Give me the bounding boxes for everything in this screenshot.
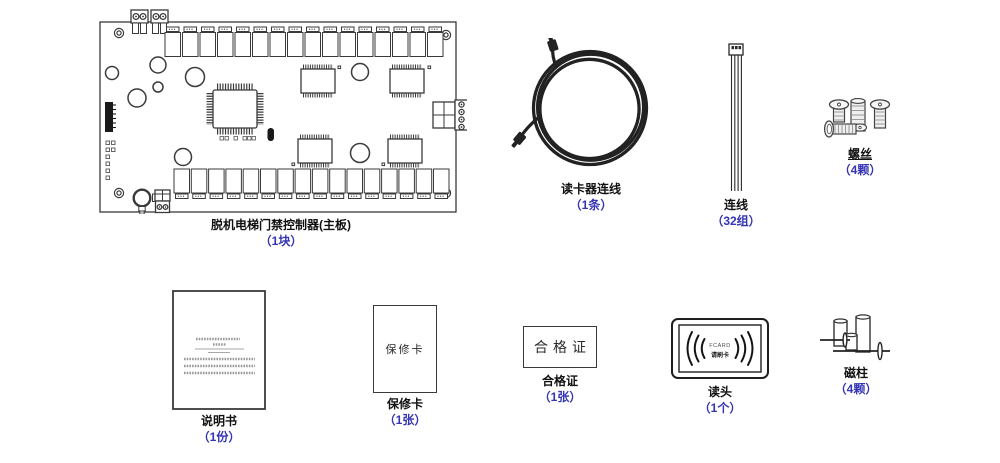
reader-brand-text: FCARD [709,343,730,349]
warranty-card-label: 保修卡 [386,397,423,411]
card-reader-label: 读头 [707,385,732,399]
item-screws: 螺丝 （4颗） [821,93,899,178]
screws-qty: （4颗） [838,162,882,177]
reader-cable-qty: （1条） [569,197,613,212]
item-magnetic-pillars: 磁柱 （4颗） [820,314,892,397]
warranty-card-qty: （1张） [383,412,427,427]
manual-label: 说明书 [200,414,237,428]
card-reader-illustration: FCARD 请刷卡 [671,318,769,379]
wire-qty: （32组） [711,213,761,228]
screws-label: 螺丝 [847,147,872,161]
pcb-illustration [99,9,467,214]
magnetic-pillars-label: 磁柱 [843,366,868,380]
wire-illustration [728,43,744,191]
item-certificate: 合格证 合格证 （1张） [521,326,599,405]
certificate-label: 合格证 [541,374,578,388]
pcb-driver-chips [291,64,432,168]
item-card-reader: FCARD 请刷卡 读头 （1个） [670,317,770,416]
certificate-illustration: 合格证 [523,326,597,368]
signal-waves-icon [686,331,754,366]
pcb-left-connector [105,102,116,180]
item-warranty-card: 保修卡 保修卡 （1张） [372,305,438,428]
pcb-right-terminal [432,99,467,131]
item-manual: 说明书 （1份） [172,290,266,445]
controller-board-qty: （1块） [259,233,303,248]
manual-illustration [172,290,266,410]
pcb-mcu-chip [206,83,274,141]
coiled-cable-illustration [511,38,649,167]
reader-screen-text: 请刷卡 [711,351,729,359]
warranty-card-text: 保修卡 [385,344,425,356]
pcb-crystal [267,128,274,141]
card-reader-qty: （1个） [698,400,742,415]
cable-plug-bottom [511,131,527,148]
item-controller-board: 脱机电梯门禁控制器(主板) （1块） [95,8,467,249]
magnetic-pillars-qty: （4颗） [834,381,878,396]
wire-label: 连线 [723,198,748,212]
controller-board-label: 脱机电梯门禁控制器(主板) [211,218,351,232]
manual-qty: （1份） [197,429,241,444]
pcb-bottom-terminal [154,189,171,214]
warranty-card-illustration: 保修卡 [373,305,437,393]
screws-illustration [823,98,891,138]
certificate-text: 合格证 [534,339,591,355]
item-reader-cable: 读卡器连线 （1条） [505,38,677,213]
reader-cable-label: 读卡器连线 [560,182,621,196]
certificate-qty: （1张） [538,389,582,404]
cable-plug-top [547,38,559,52]
magnetic-pillars-illustration [820,314,890,361]
pcb-capacitors [104,56,371,167]
item-wire: 连线 （32组） [706,42,766,229]
